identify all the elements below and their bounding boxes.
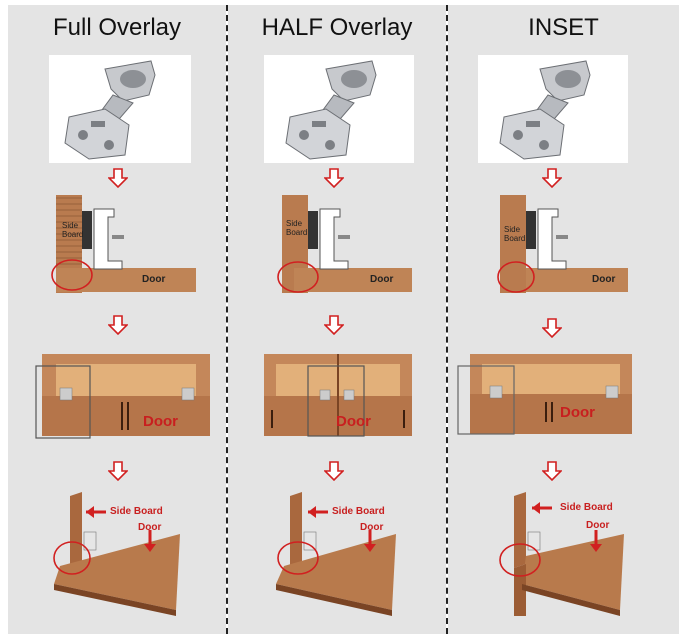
cabinet-view-half-overlay: Door xyxy=(258,350,418,442)
divider-1 xyxy=(226,5,228,634)
hinge-photo-inset xyxy=(478,55,628,163)
door-small-label: Door xyxy=(142,274,166,285)
side-board-small-label: Side Board xyxy=(504,225,526,243)
hinge-icon xyxy=(64,60,156,160)
down-arrow-icon xyxy=(324,168,344,188)
hinge-photo-full-overlay xyxy=(49,55,191,163)
title-half-overlay: HALF Overlay xyxy=(261,14,413,41)
hinge-icon xyxy=(285,60,377,160)
divider-2 xyxy=(446,5,448,634)
door-cabinet-label: Door xyxy=(336,413,371,430)
hinge-icon xyxy=(499,60,591,160)
down-arrow-icon xyxy=(324,315,344,335)
corner-view-half-overlay: Side Board Door xyxy=(268,492,428,616)
door-cabinet-label: Door xyxy=(143,413,178,430)
door-small-label: Door xyxy=(370,274,394,285)
cabinet-view-full-overlay: Door xyxy=(34,350,214,442)
corner-view-full-overlay: Side Board Door xyxy=(52,492,212,616)
side-board-small-label: Side Board xyxy=(286,219,308,237)
hinge-install-sketch-half-overlay: Side Board Door xyxy=(270,195,418,295)
door-callout: Door xyxy=(360,522,384,533)
down-arrow-icon xyxy=(542,461,562,481)
cabinet-view-inset: Door xyxy=(456,350,636,442)
down-arrow-icon xyxy=(542,168,562,188)
door-callout: Door xyxy=(586,520,610,531)
hinge-install-sketch-inset: Side Board Door xyxy=(496,195,644,295)
down-arrow-icon xyxy=(108,168,128,188)
door-callout: Door xyxy=(138,522,162,533)
down-arrow-icon xyxy=(108,315,128,335)
title-full-overlay: Full Overlay xyxy=(52,14,182,41)
down-arrow-icon xyxy=(542,318,562,338)
corner-view-inset: Side Board Door xyxy=(490,492,658,616)
side-board-callout: Side Board xyxy=(110,506,163,517)
side-board-callout: Side Board xyxy=(332,506,385,517)
door-cabinet-label: Door xyxy=(560,404,595,421)
down-arrow-icon xyxy=(108,461,128,481)
down-arrow-icon xyxy=(324,461,344,481)
side-board-callout: Side Board xyxy=(560,502,613,513)
side-board-small-label: Side Board xyxy=(62,221,84,239)
hinge-photo-half-overlay xyxy=(264,55,414,163)
door-small-label: Door xyxy=(592,274,616,285)
title-inset: INSET xyxy=(528,14,599,41)
hinge-install-sketch-full-overlay: Side Board Door xyxy=(50,195,198,295)
